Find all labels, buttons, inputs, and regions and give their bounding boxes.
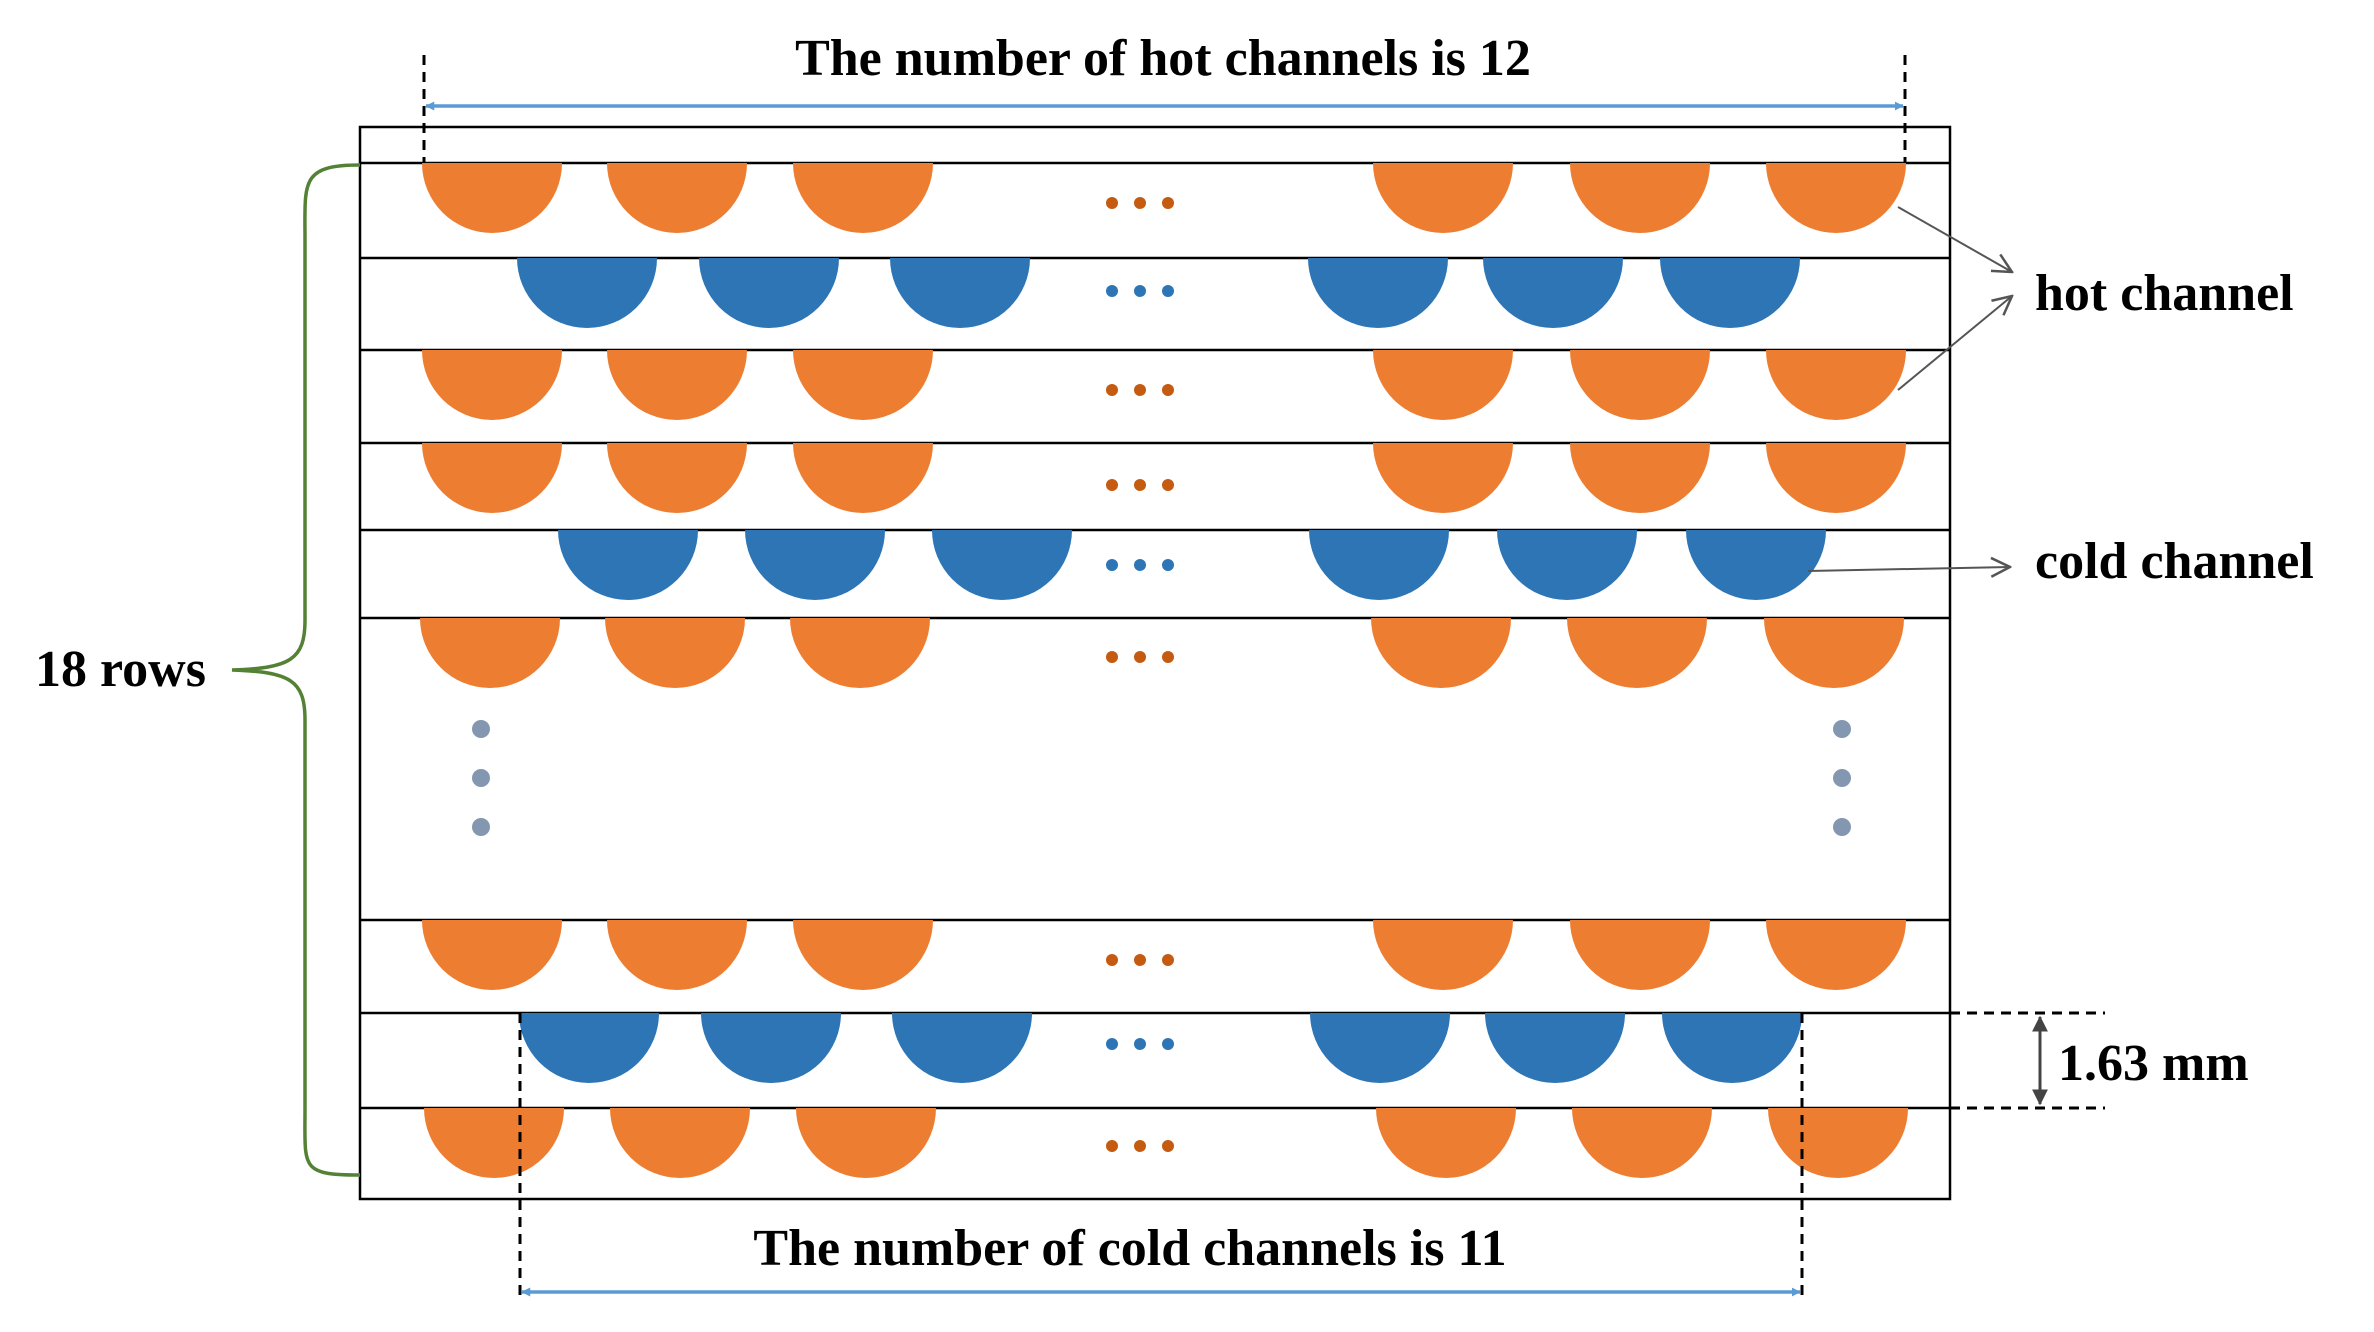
cold-channel [701,1013,841,1083]
cold-channel [558,530,698,600]
cold-channel [519,1013,659,1083]
rows-brace [231,163,361,1177]
hot-channel-leaders [1897,206,2012,391]
hot-channel [422,443,562,513]
rows-label: 18 rows [35,641,206,698]
hot-row-2 [422,350,1906,420]
hot-channel [1572,1108,1712,1178]
cold-channel [1483,258,1623,328]
cold-channel [1686,530,1826,600]
hot-count-label: The number of hot channels is 12 [795,30,1531,87]
cold-channel [745,530,885,600]
hot-channel [1766,443,1906,513]
hot-channel [607,920,747,990]
cold-channel-label: cold channel [2035,533,2314,590]
cold-count-label: The number of cold channels is 11 [753,1220,1506,1277]
cold-channel [1660,258,1800,328]
cold-channel [1310,1013,1450,1083]
hot-channel [1567,618,1707,688]
hot-channel [793,163,933,233]
cold-ellipsis-dots [1106,285,1174,1050]
hot-count-dimension [422,55,1907,163]
pitch-label: 1.63 mm [2058,1035,2249,1092]
cold-count-dimension [518,1013,1804,1298]
hot-channel [1764,618,1904,688]
hot-channel [1373,163,1513,233]
hot-channel [793,443,933,513]
hot-channel [1373,350,1513,420]
hot-channel [1768,1108,1908,1178]
hot-channel [796,1108,936,1178]
hot-channel [607,163,747,233]
hot-channel [1373,443,1513,513]
hot-channel [607,350,747,420]
hot-channel [610,1108,750,1178]
cold-row-2 [558,530,1826,600]
hot-row-4 [420,618,1904,688]
hot-channel [793,350,933,420]
pitch-dimension [1950,1011,2105,1110]
hot-channel [1766,920,1906,990]
hot-row-5 [422,920,1906,990]
hot-channel [1376,1108,1516,1178]
cold-channel-leader [1807,567,2010,571]
hot-channel [422,163,562,233]
cold-channel [1308,258,1448,328]
cold-channel [1485,1013,1625,1083]
plate-outline [358,125,1952,1201]
hot-channel [420,618,560,688]
cold-channel [1309,530,1449,600]
vertical-ellipsis-dots [472,720,1851,836]
cold-channel [892,1013,1032,1083]
hot-row-1 [422,163,1906,233]
hot-ellipsis-dots [1106,197,1174,1152]
cold-channel [932,530,1072,600]
hot-channel [422,350,562,420]
cold-channel [517,258,657,328]
hot-channel [422,920,562,990]
hot-channel [607,443,747,513]
hot-channel [1766,350,1906,420]
hot-channel [424,1108,564,1178]
hot-channel [1570,163,1710,233]
hot-channel [1373,920,1513,990]
cold-channel [890,258,1030,328]
cold-row-3 [519,1013,1802,1083]
cold-channel [699,258,839,328]
hot-channel [1570,350,1710,420]
hot-row-3 [422,443,1906,513]
hot-row-6 [424,1108,1908,1178]
hot-channel [1570,920,1710,990]
cold-channel [1497,530,1637,600]
hot-channel [1371,618,1511,688]
hot-channel [790,618,930,688]
cold-row-1 [517,258,1800,328]
hot-channel [793,920,933,990]
cold-channel [1662,1013,1802,1083]
hot-channel-label: hot channel [2035,265,2294,322]
hot-channel [1570,443,1710,513]
hot-channel [1766,163,1906,233]
hot-channel [605,618,745,688]
